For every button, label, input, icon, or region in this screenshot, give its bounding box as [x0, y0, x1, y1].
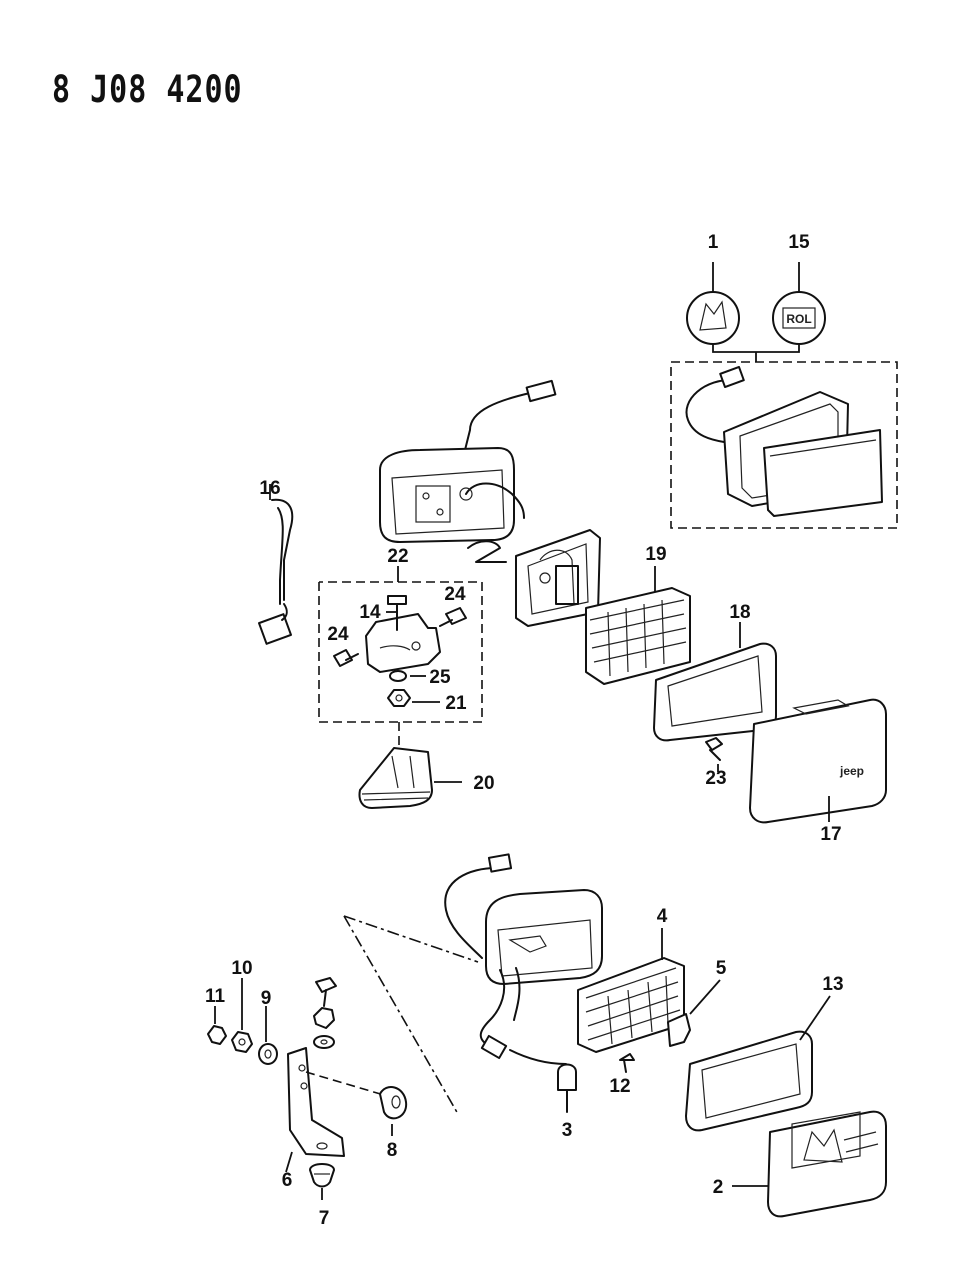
- callout-3: 3: [562, 1120, 573, 1141]
- screw-12: [619, 1053, 635, 1073]
- callout-18: 18: [729, 602, 750, 623]
- callout-9: 9: [261, 988, 272, 1009]
- lock-washer-lower: [313, 1007, 335, 1029]
- washer-25: [389, 670, 407, 682]
- callout-24-right: 24: [444, 584, 466, 605]
- nut-11: [207, 1025, 227, 1045]
- callout-2: 2: [713, 1177, 724, 1198]
- decal-connector-line: [712, 344, 800, 362]
- mount-kit-box: [318, 581, 483, 723]
- boot-20: [358, 747, 433, 809]
- bolt-14: [387, 595, 407, 631]
- callout-7: 7: [319, 1208, 330, 1229]
- callout-22: 22: [387, 546, 408, 567]
- callout-13: 13: [822, 974, 843, 995]
- guide-line-upper: [343, 915, 479, 963]
- callout-25: 25: [429, 667, 451, 688]
- part-number-header: 8 J08 4200: [52, 68, 243, 112]
- washer-9: [258, 1043, 278, 1065]
- nut-21: [387, 689, 411, 707]
- guide-line-lower: [343, 915, 459, 1115]
- callout-14: 14: [359, 602, 381, 623]
- callout-12: 12: [609, 1076, 630, 1097]
- decal-text: ROL: [786, 312, 811, 326]
- cover-brand-logo: jeep: [839, 764, 864, 778]
- nut-10: [231, 1031, 253, 1053]
- callout-8: 8: [387, 1140, 398, 1161]
- callout-5: 5: [716, 958, 727, 979]
- callout-15: 15: [788, 232, 810, 253]
- callout-6: 6: [282, 1170, 293, 1191]
- fog-lamp-housing-lower: [444, 853, 603, 1065]
- screw-24-right: [439, 607, 467, 627]
- callout-16: 16: [259, 478, 280, 499]
- callout-19: 19: [645, 544, 666, 565]
- clip-5: [667, 1013, 691, 1047]
- callout-4: 4: [657, 906, 668, 927]
- fog-lamp-assembly-box: [670, 361, 898, 529]
- flat-washer-lower: [313, 1035, 335, 1049]
- decal-15-circle: ROL: [772, 262, 826, 345]
- callout-17: 17: [820, 824, 841, 845]
- fog-lamp-housing-upper: [379, 379, 557, 543]
- callout-10: 10: [231, 958, 252, 979]
- grommet-7: [309, 1163, 335, 1188]
- bracket-6: [287, 1047, 345, 1157]
- callout-20: 20: [473, 773, 494, 794]
- leader-13: [799, 995, 831, 1041]
- complete-fog-lamp-assembly: [685, 366, 883, 517]
- bezel-13: [685, 1030, 813, 1132]
- callout-21: 21: [445, 693, 467, 714]
- cover-2: [767, 1110, 887, 1218]
- callout-24-left: 24: [327, 624, 349, 645]
- callout-11: 11: [205, 986, 226, 1007]
- bulb-socket-3: [557, 1063, 577, 1113]
- leader-5: [689, 979, 721, 1015]
- bolt-lower: [315, 977, 337, 1007]
- cover-17: jeep: [749, 698, 887, 824]
- wire-harness-16: [258, 498, 294, 645]
- screw-23: [705, 737, 723, 761]
- wire-clip: [467, 540, 507, 563]
- callout-23: 23: [705, 768, 726, 789]
- screw-24-left: [333, 649, 359, 667]
- decal-1-circle: [686, 262, 740, 345]
- lens-19: [585, 587, 691, 685]
- spacer-8: [379, 1086, 408, 1120]
- leader-6: [285, 1151, 293, 1173]
- callout-1: 1: [708, 232, 719, 253]
